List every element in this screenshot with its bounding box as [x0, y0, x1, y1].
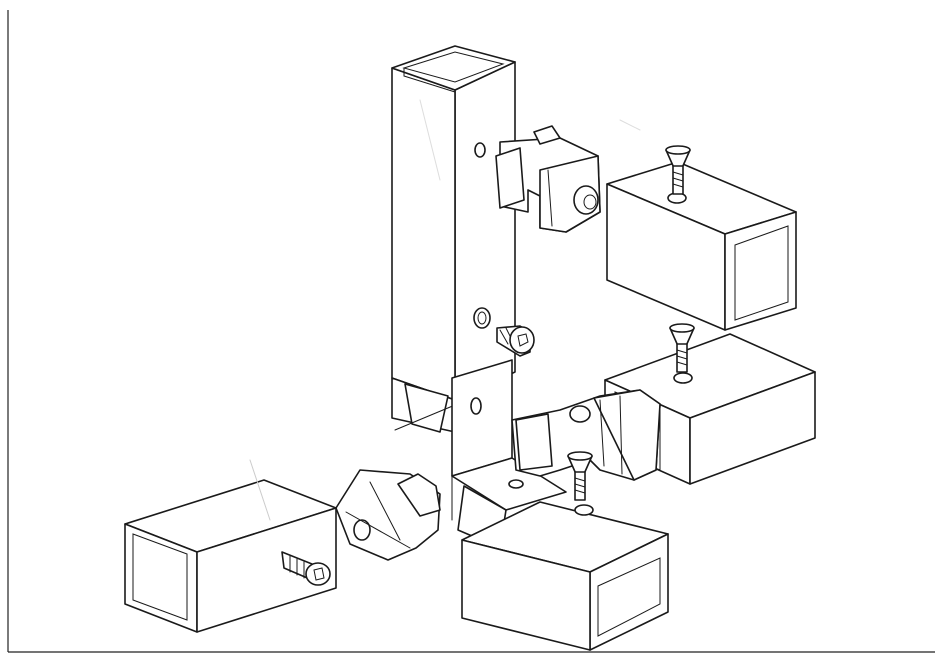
hole-icon [673, 372, 693, 384]
countersunk-screw [281, 551, 331, 586]
corner-bracket [451, 359, 567, 549]
hole-icon [508, 479, 524, 489]
vertical-square-tube [391, 45, 516, 433]
countersunk-screw [496, 325, 535, 357]
hole-icon [473, 307, 491, 329]
hole-icon [470, 397, 482, 415]
right-connector-clip [511, 389, 661, 481]
left-square-tube [124, 479, 337, 633]
countersunk-screw [567, 451, 593, 501]
front-square-tube [461, 501, 669, 651]
top-right-square-tube [606, 161, 797, 331]
left-connector-clip [335, 469, 441, 561]
hole-icon [574, 504, 594, 516]
countersunk-screw [669, 323, 695, 373]
upper-connector-clip [495, 125, 601, 233]
countersunk-screw [665, 145, 691, 195]
hole-icon [474, 142, 486, 158]
